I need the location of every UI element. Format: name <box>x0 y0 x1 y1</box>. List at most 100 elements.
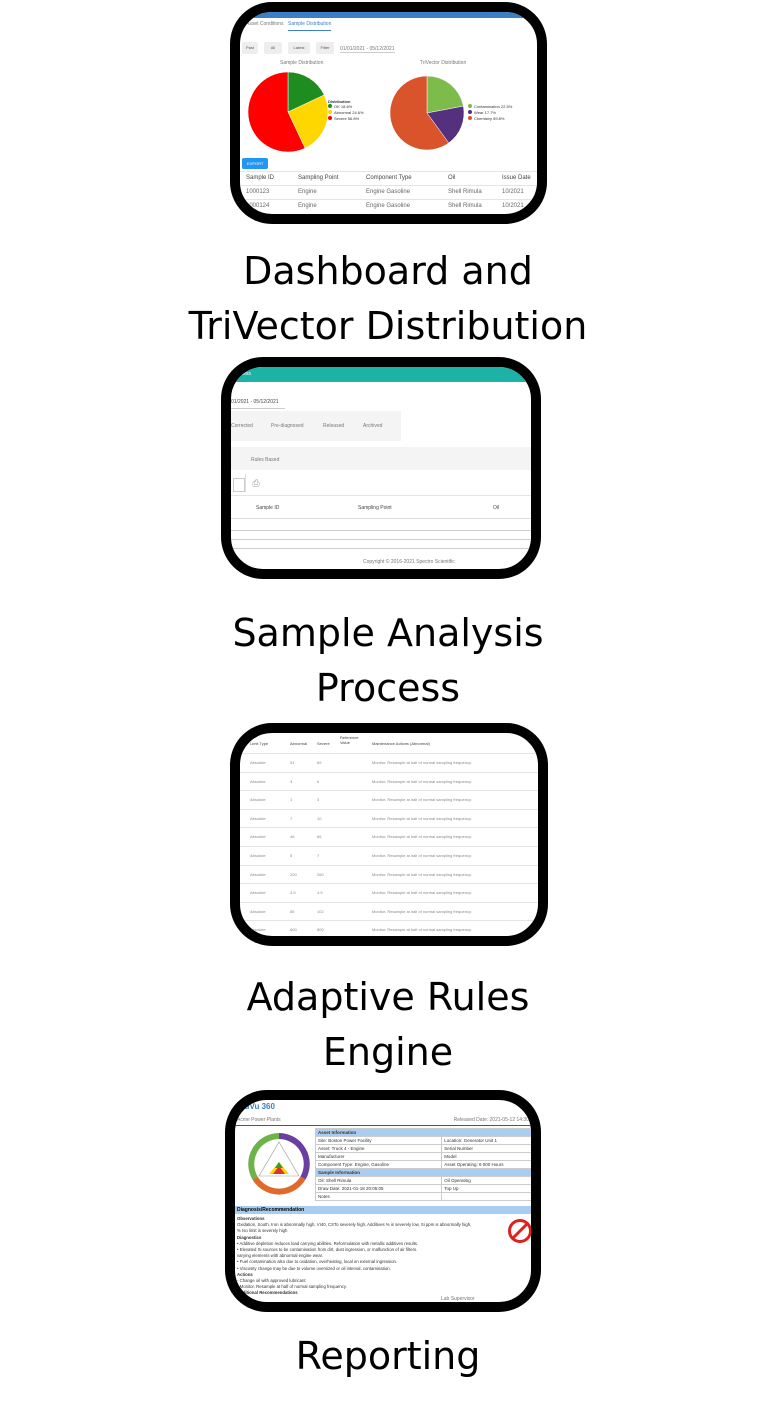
caption-line: Adaptive Rules <box>246 975 530 1019</box>
cell: 3 <box>290 778 293 784</box>
cell: Shell Rimula <box>448 203 482 209</box>
caption-line: Engine <box>322 1030 454 1074</box>
dashboard-screenshot-frame: Asset Conditions Sample Distribution Pas… <box>230 2 547 224</box>
cell: 5 <box>290 853 293 858</box>
logo-text: TruVu 360 <box>237 1102 275 1111</box>
pie-slice[interactable] <box>287 72 325 113</box>
sub-tabs: Rules Based <box>231 447 531 470</box>
legend-label: Chemistry 59.8% <box>474 116 505 121</box>
triangle-grid <box>258 1141 300 1177</box>
col-component-type[interactable]: Component Type <box>366 175 412 181</box>
table-header: Limit Type Abnormal Severe Reference Val… <box>240 733 538 753</box>
delete-icon[interactable] <box>233 478 245 492</box>
info-cell: Location: Generator Unit 1 <box>441 1136 531 1145</box>
diagnosis-line: varying elements with abnormal engine we… <box>237 1253 323 1259</box>
sample-analysis-screenshot-frame: Process 01/2021 - 05/12/2021 Corrected P… <box>221 357 541 579</box>
cell: Absolute <box>250 927 266 933</box>
wear-arc <box>278 1133 310 1180</box>
tab-released[interactable]: Released <box>323 423 345 429</box>
legend-item[interactable]: Abnormal 24.6% <box>328 110 364 116</box>
cell: 7 <box>290 815 293 821</box>
info-cell: Manufacturer <box>314 1152 443 1161</box>
sample-info-header: Sample Information <box>315 1168 531 1177</box>
filter-button[interactable]: Filter <box>316 42 334 54</box>
legend-swatch <box>328 116 332 120</box>
rules-engine-screenshot-frame: Limit Type Abnormal Severe Reference Val… <box>230 723 548 946</box>
cell: 3 <box>317 797 320 803</box>
info-cell: Model <box>441 1152 531 1161</box>
col-severe[interactable]: Severe <box>317 741 330 746</box>
legend-title: Distribution <box>328 99 351 104</box>
zone-green <box>275 1162 283 1168</box>
table-row[interactable]: 1000123 Engine Engine Gasoline Shell Rim… <box>240 185 537 200</box>
date-range-input[interactable]: 01/01/2021 - 05/12/2021 <box>340 46 395 53</box>
tab-corrected[interactable]: Corrected <box>231 423 253 429</box>
legend-item[interactable]: Contamination 22.5% <box>468 104 512 110</box>
legend-item[interactable]: Chemistry 59.8% <box>468 116 512 122</box>
col-abnormal[interactable]: Abnormal <box>290 741 308 746</box>
col-reference-value[interactable]: Reference Value <box>340 735 359 745</box>
print-icon[interactable]: ⎙ <box>245 474 266 492</box>
caption-line: Dashboard and <box>243 249 533 293</box>
cell: Shell Rimula <box>448 189 482 195</box>
legend-item[interactable]: OK 18.6% <box>328 104 364 110</box>
cell: 1000123 <box>246 189 270 195</box>
filter-past[interactable]: Past <box>242 42 258 54</box>
tab-sample-distribution[interactable]: Sample Distribution <box>288 21 332 31</box>
col-sampling-point[interactable]: Sampling Point <box>358 505 392 511</box>
diagnosis-line: Additional Recommendations <box>237 1290 298 1296</box>
divider <box>231 539 531 540</box>
col-limit-type[interactable]: Limit Type <box>250 741 269 746</box>
filter-latest[interactable]: Latest <box>288 42 310 54</box>
cell: Engine Gasoline <box>366 203 411 209</box>
tab-asset-conditions[interactable]: Asset Conditions <box>246 21 284 27</box>
cell: Monitor. Resample at half of normal samp… <box>372 890 472 896</box>
legend-label: Wear 17.7% <box>474 110 496 115</box>
col-sample-id[interactable]: Sample ID <box>256 505 280 511</box>
col-sample-id[interactable]: Sample ID <box>246 175 275 181</box>
pie-slice[interactable] <box>248 72 306 152</box>
caption-rules-engine: Adaptive Rules Engine <box>0 970 776 1080</box>
tab-archived[interactable]: Archived <box>363 423 383 429</box>
asset-info-table: Asset Information Site: Boston Power Fac… <box>314 1128 531 1201</box>
col-sampling-point[interactable]: Sampling Point <box>298 175 339 181</box>
col-oil[interactable]: Oil <box>448 175 456 181</box>
pie-slice[interactable] <box>390 76 450 150</box>
date-range-input[interactable]: 01/2021 - 05/12/2021 <box>231 397 285 409</box>
cell: 260 <box>317 871 324 877</box>
col-maintenance-actions[interactable]: Maintenance Actions (Abnormal) <box>372 741 430 746</box>
divider <box>231 548 531 549</box>
pie-slice[interactable] <box>426 76 464 114</box>
cell: Absolute <box>250 908 266 914</box>
tab-rules-based[interactable]: Rules Based <box>251 457 280 463</box>
diagnosis-line: • Additive depletion reduces load carryi… <box>237 1240 419 1246</box>
cell: Absolute <box>250 890 266 896</box>
table-row[interactable]: 1000124 Engine Engine Gasoline Shell Rim… <box>240 199 537 214</box>
col-oil[interactable]: Oil <box>493 505 500 511</box>
header-bar: Process <box>231 367 531 382</box>
cell: Absolute <box>250 834 266 840</box>
export-button[interactable]: EXPORT <box>242 158 269 169</box>
legend-label: Contamination 22.5% <box>474 104 513 109</box>
pie-slice[interactable] <box>426 105 464 144</box>
tab-pre-diagnosed[interactable]: Pre-diagnosed <box>271 423 304 429</box>
info-cell: Site: Boston Power Facility <box>314 1136 443 1145</box>
legend-item[interactable]: Wear 17.7% <box>468 110 512 116</box>
legend-swatch <box>328 104 332 108</box>
legend-item[interactable]: Severe 56.8% <box>328 116 364 122</box>
filter-all[interactable]: All <box>264 42 282 54</box>
pie-slice[interactable] <box>287 94 328 149</box>
col-issue-date[interactable]: Issue Date <box>502 175 531 181</box>
